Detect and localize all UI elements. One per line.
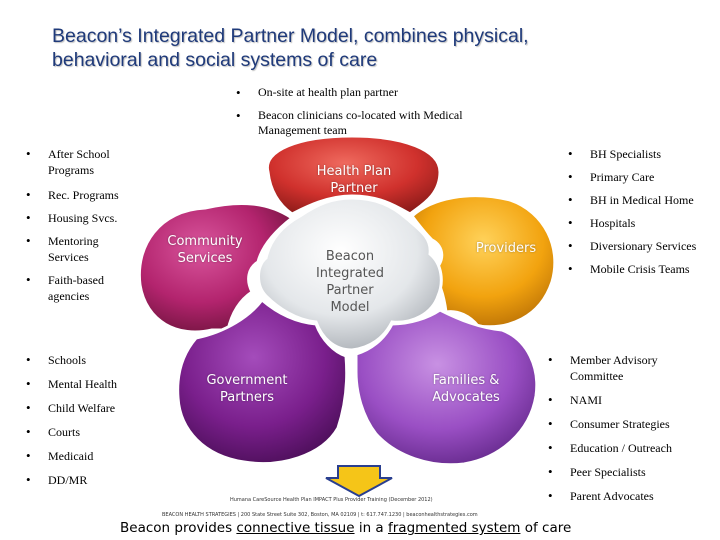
bullet-item: On-site at health plan partner bbox=[232, 85, 472, 100]
tagline-phrase-2: fragmented system bbox=[388, 520, 521, 536]
government-piece bbox=[176, 297, 349, 465]
bullet-item: Mental Health bbox=[22, 376, 142, 392]
bullet-item: Parent Advocates bbox=[544, 488, 704, 504]
footer-tagline: Beacon provides connective tissue in a f… bbox=[120, 520, 571, 536]
bullet-item: Rec. Programs bbox=[22, 187, 142, 203]
center-piece bbox=[257, 196, 443, 352]
bullet-item: Peer Specialists bbox=[544, 464, 704, 480]
tagline-prefix: Beacon provides bbox=[120, 520, 233, 536]
bullet-item: Diversionary Services bbox=[564, 238, 720, 254]
left-top-bullets: After School Programs Rec. Programs Hous… bbox=[22, 146, 142, 304]
bullet-item: NAMI bbox=[544, 392, 704, 408]
bullet-item: Medicaid bbox=[22, 448, 142, 464]
source-note: Humana CareSource Health Plan IMPACT Plu… bbox=[230, 497, 433, 503]
bullet-item: Schools bbox=[22, 352, 142, 368]
bullet-item: Education / Outreach bbox=[544, 440, 704, 456]
tagline-suffix: of care bbox=[524, 520, 572, 536]
page-title: Beacon’s Integrated Partner Model, combi… bbox=[52, 24, 692, 72]
bullet-item: Faith-based agencies bbox=[22, 272, 142, 304]
tagline-middle: in a bbox=[358, 520, 384, 536]
down-arrow-icon bbox=[325, 465, 393, 498]
bullet-item: Hospitals bbox=[564, 215, 720, 231]
bullet-item: After School Programs bbox=[22, 146, 142, 178]
bullet-item: BH Specialists bbox=[564, 146, 720, 162]
center-label: Beacon Integrated Partner Model bbox=[315, 249, 385, 315]
title-line-2: behavioral and social systems of care bbox=[52, 49, 378, 71]
health-plan-label: Health Plan Partner bbox=[316, 164, 392, 196]
bullet-item: DD/MR bbox=[22, 472, 142, 488]
bullet-item: Member Advisory Committee bbox=[544, 352, 704, 384]
bullet-item: Primary Care bbox=[564, 169, 720, 185]
title-line-1: Beacon’s Integrated Partner Model, combi… bbox=[52, 25, 529, 47]
bullet-item: Consumer Strategies bbox=[544, 416, 704, 432]
address-line: BEACON HEALTH STRATEGIES | 200 State Str… bbox=[162, 512, 478, 518]
government-label: Government Partners bbox=[206, 373, 288, 405]
community-label: Community Services bbox=[167, 234, 243, 266]
bullet-item: BH in Medical Home bbox=[564, 192, 720, 208]
bullet-item: Mentoring Services bbox=[22, 233, 142, 265]
bullet-item: Mobile Crisis Teams bbox=[564, 261, 720, 277]
families-label: Families & Advocates bbox=[432, 373, 500, 405]
bullet-item: Child Welfare bbox=[22, 400, 142, 416]
bullet-item: Beacon clinicians co-located with Medica… bbox=[232, 108, 472, 138]
left-bottom-bullets: Schools Mental Health Child Welfare Cour… bbox=[22, 352, 142, 488]
bullet-item: Housing Svcs. bbox=[22, 210, 142, 226]
right-top-bullets: BH Specialists Primary Care BH in Medica… bbox=[564, 146, 720, 277]
tagline-phrase-1: connective tissue bbox=[236, 520, 355, 536]
right-bottom-bullets: Member Advisory Committee NAMI Consumer … bbox=[544, 352, 704, 504]
bullet-item: Courts bbox=[22, 424, 142, 440]
top-bullets: On-site at health plan partner Beacon cl… bbox=[232, 85, 472, 138]
providers-label: Providers bbox=[475, 241, 537, 256]
